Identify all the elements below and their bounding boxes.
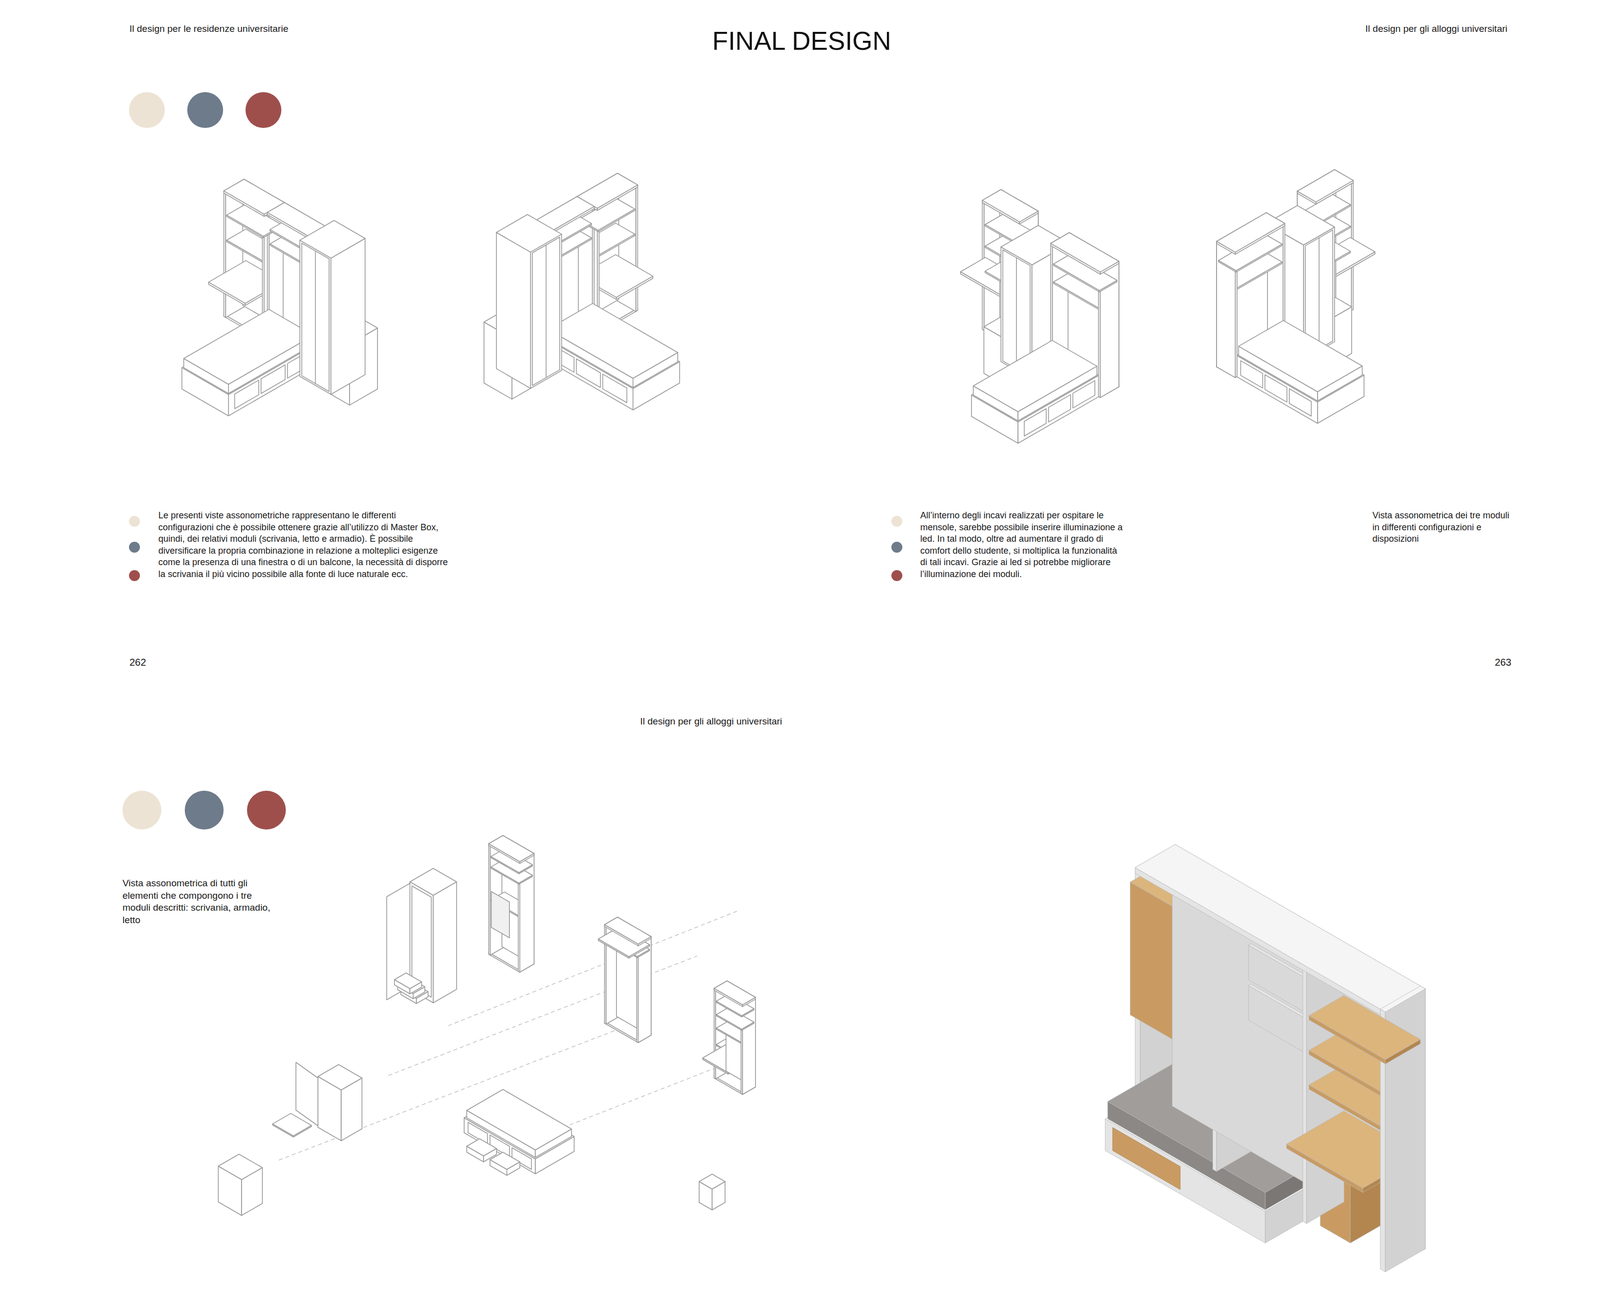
page-number: 262 xyxy=(129,656,146,669)
guide-line xyxy=(278,1025,628,1161)
iso-face xyxy=(394,973,422,989)
bullet-dot xyxy=(128,570,140,582)
configuration-c xyxy=(960,189,1119,444)
iso-face xyxy=(699,1174,726,1190)
iso-face xyxy=(1238,320,1362,392)
palette-dot xyxy=(122,790,162,830)
palette-dot xyxy=(187,92,224,128)
iso-face xyxy=(299,240,331,395)
iso-face xyxy=(409,868,457,896)
configuration-d xyxy=(1216,169,1375,424)
running-header: Il design per le residenze universitarie xyxy=(129,22,289,35)
iso-face xyxy=(466,1138,497,1157)
iso-face xyxy=(218,1154,262,1180)
page-number: 263 xyxy=(1494,656,1512,669)
palette-dot xyxy=(184,790,224,830)
palette-dot xyxy=(245,92,282,128)
iso-face xyxy=(272,1113,312,1136)
iso-face xyxy=(1135,867,1386,1018)
page-title: FINAL DESIGN xyxy=(712,25,891,56)
bullet-dot xyxy=(891,541,903,553)
iso-face xyxy=(496,214,562,253)
iso-face xyxy=(1380,985,1426,1012)
iso-face xyxy=(1302,967,1307,1225)
running-header: Il design per gli alloggi universitari xyxy=(1365,22,1508,35)
colour-palette xyxy=(122,92,286,830)
iso-face xyxy=(1309,995,1421,1060)
figure-caption: Vista assonometrica dei tre moduli in di… xyxy=(1372,509,1512,546)
configuration-b xyxy=(484,173,680,410)
iso-face xyxy=(545,245,547,378)
isometric-drawings xyxy=(181,169,1426,1273)
iso-face xyxy=(530,234,562,389)
bullet-dot xyxy=(891,570,903,582)
bullet-dot xyxy=(891,515,903,527)
running-header: Il design per gli alloggi universitari xyxy=(639,715,782,728)
iso-face xyxy=(604,917,652,945)
bullet-dot xyxy=(128,541,140,553)
iso-face xyxy=(532,237,560,386)
iso-face xyxy=(295,1062,318,1127)
iso-face xyxy=(301,243,330,392)
iso-face xyxy=(183,309,314,384)
iso-face xyxy=(547,303,678,378)
iso-face xyxy=(331,238,366,395)
render-view xyxy=(1105,844,1426,1272)
palette-dot xyxy=(246,790,286,830)
iso-face xyxy=(973,340,1098,412)
exploded-view xyxy=(218,835,756,1216)
iso-face xyxy=(1318,238,1320,350)
iso-face xyxy=(714,981,756,1005)
iso-face xyxy=(982,189,1039,223)
configuration-a xyxy=(181,179,378,416)
iso-face xyxy=(496,232,531,389)
iso-face xyxy=(299,220,366,259)
iso-face xyxy=(317,1064,362,1091)
iso-face xyxy=(488,835,534,862)
bullet-dot xyxy=(128,515,140,527)
iso-face xyxy=(1216,212,1285,252)
palette-dot xyxy=(128,92,165,128)
iso-face xyxy=(315,250,317,384)
iso-face xyxy=(1050,232,1119,272)
iso-face xyxy=(433,881,457,1003)
figure-caption: Vista assonometrica di tutti gli element… xyxy=(122,877,272,927)
body-paragraph: Le presenti viste assonometriche rappres… xyxy=(158,509,453,581)
body-paragraph: All’interno degli incavi realizzati per … xyxy=(920,509,1125,581)
iso-face xyxy=(1297,169,1354,203)
iso-face xyxy=(1015,257,1017,370)
iso-face xyxy=(1135,844,1426,1012)
iso-face xyxy=(490,1152,520,1170)
iso-face xyxy=(491,891,510,939)
